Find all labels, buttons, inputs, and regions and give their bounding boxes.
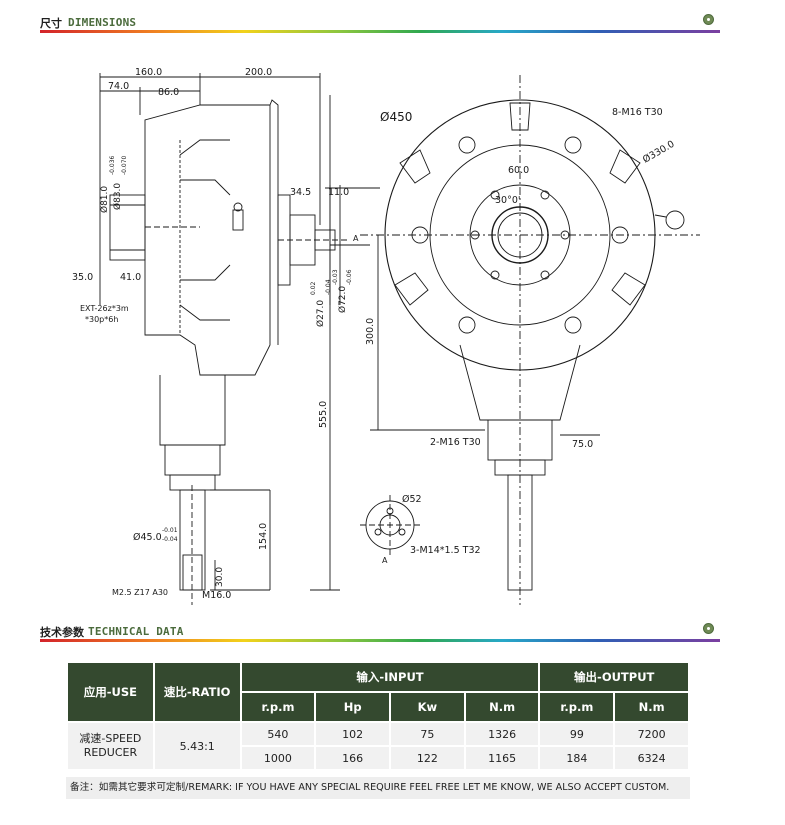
table-cell: 540 [241, 723, 315, 745]
dim-dia-45: Ø45.0 [133, 532, 162, 543]
table-cell: 102 [316, 723, 390, 745]
subheader-input-kw: Kw [391, 693, 464, 721]
tol-83-upper: -0.036 [109, 155, 116, 175]
subheader-output-nm: N.m [615, 693, 688, 721]
dim-41: 41.0 [120, 272, 141, 283]
view-a-label: A [382, 556, 388, 565]
section-a-marker: A [353, 234, 359, 243]
angle-30: 30°0' [495, 195, 521, 206]
dim-154: 154.0 [258, 523, 269, 550]
dim-dia-83: Ø83.0 [112, 183, 123, 210]
table-cell: 166 [316, 747, 390, 769]
tol-45-lower: -0.04 [162, 536, 178, 543]
spline-spec-line1: EXT-26z*3m [80, 304, 129, 313]
bullet-icon [703, 623, 714, 634]
dim-34-5: 34.5 [290, 187, 311, 198]
dim-dia-330: Ø330.0 [641, 139, 677, 166]
header-input: 输入-INPUT [241, 663, 539, 691]
dim-300: 300.0 [365, 318, 376, 345]
header-ratio: 速比-RATIO [154, 663, 240, 721]
dim-75: 75.0 [572, 439, 593, 450]
technical-data-table: 应用-USE 速比-RATIO 输入-INPUT 输出-OUTPUT r.p.m… [66, 661, 690, 771]
dim-dia-72: Ø72.0 [337, 286, 348, 313]
dim-dia-450: Ø450 [380, 110, 412, 124]
dim-160: 160.0 [135, 67, 162, 78]
gear-spec: M2.5 Z17 A30 [112, 588, 168, 597]
bolt-spec-bottom: 2-M16 T30 [430, 437, 481, 448]
dim-dia-81: Ø81.0 [99, 186, 110, 213]
tol-27-upper: 0.02 [310, 281, 317, 295]
dimensions-title-en: DIMENSIONS [68, 16, 137, 29]
subheader-input-hp: Hp [316, 693, 390, 721]
header-output: 输出-OUTPUT [540, 663, 688, 691]
thread-spec-m14: 3-M14*1.5 T32 [410, 545, 481, 556]
table-cell: 75 [391, 723, 464, 745]
table-row: 减速-SPEED REDUCER 5.43:1 540 102 75 1326 … [68, 723, 688, 769]
header-use: 应用-USE [68, 663, 153, 721]
subheader-output-rpm: r.p.m [540, 693, 614, 721]
table-cell: 99 [540, 723, 614, 745]
table-subheader-row: r.p.m Hp Kw N.m r.p.m N.m [68, 693, 688, 721]
tol-27-lower: -0.04 [325, 279, 332, 295]
rainbow-divider [40, 639, 720, 642]
subheader-input-rpm: r.p.m [241, 693, 315, 721]
use-line2: REDUCER [83, 746, 138, 759]
ratio-cell: 5.43:1 [154, 723, 240, 769]
technical-title-cn: 技术参数 [40, 626, 84, 639]
technical-drawing: 160.0 200.0 74.0 86.0 Ø81.0 Ø83.0 -0.036… [72, 67, 700, 605]
table-cell: 184 [540, 747, 614, 769]
dim-200: 200.0 [245, 67, 272, 78]
table-row: 1000 166 122 1165 184 6324 [68, 747, 688, 769]
dimensions-title-cn: 尺寸 [40, 17, 62, 30]
tol-83-lower: -0.070 [121, 155, 128, 175]
spline-spec-line2: *30p*6h [85, 315, 118, 324]
bolt-spec-top: 8-M16 T30 [612, 107, 663, 118]
subheader-input-nm: N.m [465, 693, 539, 721]
remark-note: 备注：如需其它要求可定制/REMARK: IF YOU HAVE ANY SPE… [66, 777, 690, 799]
dimensions-section-header: 尺寸 DIMENSIONS [40, 12, 720, 34]
table-header-row: 应用-USE 速比-RATIO 输入-INPUT 输出-OUTPUT [68, 663, 688, 721]
use-cell: 减速-SPEED REDUCER [68, 723, 153, 769]
dim-dia-52: Ø52 [402, 494, 422, 505]
tol-45-upper: -0.01 [162, 527, 178, 534]
table-cell: 122 [391, 747, 464, 769]
dim-74: 74.0 [108, 81, 129, 92]
table-cell: 7200 [615, 723, 688, 745]
dim-11: 11.0 [328, 187, 349, 198]
table-cell: 1326 [465, 723, 539, 745]
tol-72-upper: -0.03 [332, 269, 339, 285]
dim-30: 30.0 [215, 567, 225, 587]
thread-m16: M16.0 [202, 590, 231, 601]
technical-section-header: 技术参数 TECHNICAL DATA [40, 621, 720, 643]
table-cell: 6324 [615, 747, 688, 769]
table-cell: 1165 [465, 747, 539, 769]
rainbow-divider [40, 30, 720, 33]
dim-555: 555.0 [318, 401, 329, 428]
table-cell: 1000 [241, 747, 315, 769]
dim-86: 86.0 [158, 87, 179, 98]
dim-35: 35.0 [72, 272, 93, 283]
tol-72-lower: -0.06 [346, 269, 353, 285]
technical-title-en: TECHNICAL DATA [88, 625, 184, 638]
use-line1: 减速-SPEED [79, 732, 142, 745]
angle-60: 60.0 [508, 165, 529, 176]
bullet-icon [703, 14, 714, 25]
dim-dia-27: Ø27.0 [315, 300, 326, 327]
